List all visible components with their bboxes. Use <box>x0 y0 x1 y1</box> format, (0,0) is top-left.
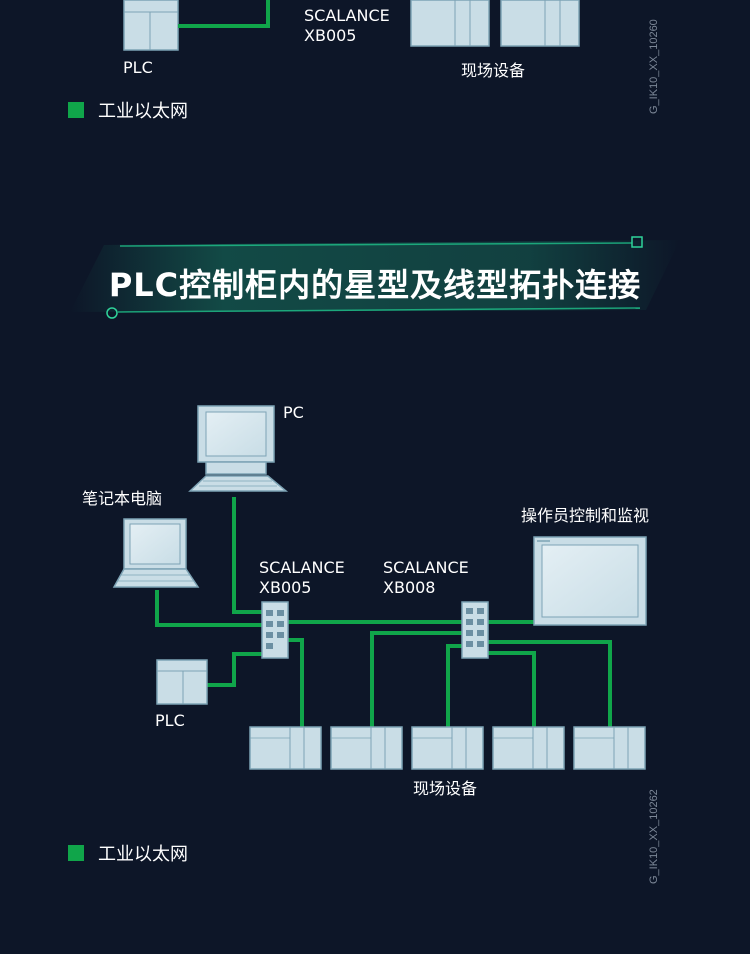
top-plc-label: PLC <box>123 58 153 77</box>
top-figure-code: G_IK10_XX_10260 <box>648 19 660 114</box>
switch-xb008-label: SCALANCE XB008 <box>383 558 469 597</box>
top-field-devices-label: 现场设备 <box>461 61 526 80</box>
banner-corner-square <box>631 236 643 248</box>
link-pc-switch1 <box>232 497 262 614</box>
ethernet-legend-swatch <box>68 845 84 861</box>
top-ethernet-line <box>178 0 270 28</box>
top-section <box>123 0 580 51</box>
top-switch-label: SCALANCE XB005 <box>304 6 390 45</box>
link-laptop-switch1 <box>155 590 262 627</box>
link-switch2-field2 <box>370 631 462 728</box>
link-switch2-field5 <box>488 640 612 728</box>
switch-xb005 <box>261 601 289 659</box>
field-device-4 <box>492 726 565 770</box>
ethernet-legend-swatch <box>68 102 84 118</box>
top-plc-device <box>123 0 179 51</box>
link-switch1-field1 <box>288 638 304 728</box>
banner-corner-circle <box>106 307 118 319</box>
switch-xb008 <box>461 601 489 659</box>
pc-label: PC <box>283 403 304 422</box>
field-device-3 <box>411 726 484 770</box>
section-title: PLC控制柜内的星型及线型拓扑连接 <box>108 266 642 304</box>
ethernet-links <box>155 497 612 728</box>
field-device-5 <box>573 726 646 770</box>
plc-label: PLC <box>155 711 185 730</box>
pc-device <box>188 405 289 492</box>
field-devices-label: 现场设备 <box>413 779 478 798</box>
diagram-legend-label: 工业以太网 <box>98 844 188 865</box>
top-legend: 工业以太网 <box>68 97 188 123</box>
diagram-legend: 工业以太网 <box>68 840 188 866</box>
top-field-device-2 <box>500 0 580 47</box>
hmi-panel-device <box>533 536 647 626</box>
laptop-label: 笔记本电脑 <box>82 489 163 508</box>
title-banner <box>70 236 680 319</box>
top-legend-label: 工业以太网 <box>98 101 188 122</box>
diagram-figure-code: G_IK10_XX_10262 <box>648 789 660 884</box>
link-plc-switch1 <box>207 652 262 687</box>
field-device-1 <box>249 726 322 770</box>
hmi-label: 操作员控制和监视 <box>521 506 650 525</box>
plc-device <box>156 659 208 705</box>
laptop-device <box>112 518 200 588</box>
switch-xb005-label: SCALANCE XB005 <box>259 558 345 597</box>
link-switch2-field4 <box>488 651 536 728</box>
top-field-device-1 <box>410 0 490 47</box>
link-switch2-field3 <box>446 644 462 728</box>
field-device-2 <box>330 726 403 770</box>
